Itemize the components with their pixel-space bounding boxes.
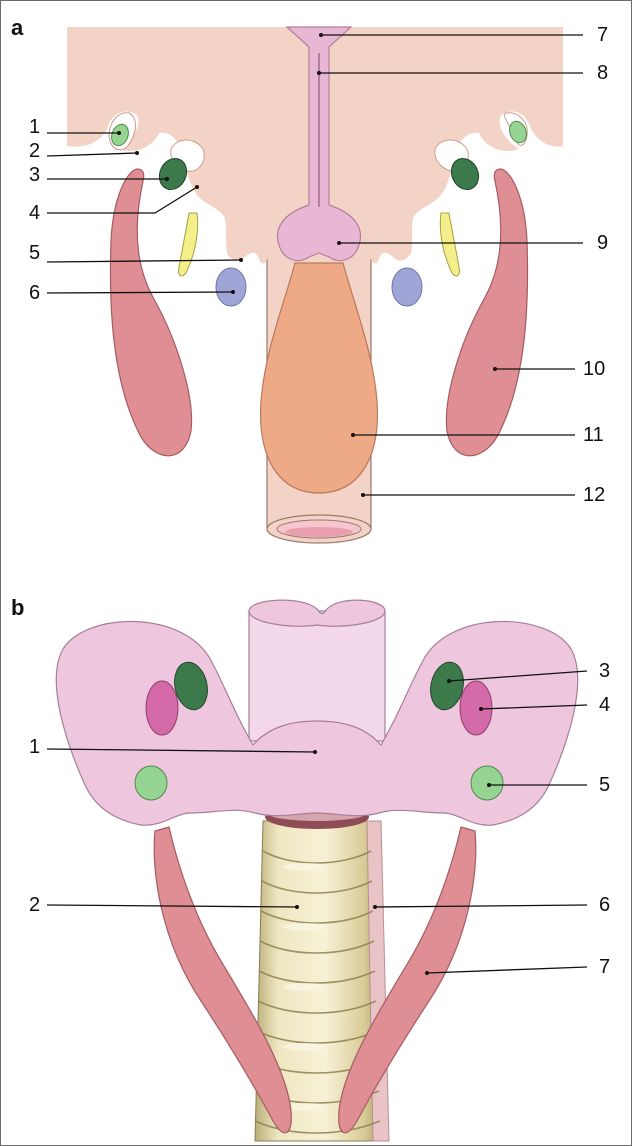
panel-a: a (11, 15, 608, 543)
callout-a-3: 3 (29, 164, 40, 186)
callout-b-1: 1 (29, 736, 40, 758)
panel-a-yellow-right (440, 213, 459, 276)
callout-b-3: 3 (599, 660, 610, 682)
callout-b-7: 7 (599, 956, 610, 978)
callout-a-9: 9 (597, 232, 608, 254)
panel-a-muscle-right (446, 169, 527, 456)
callout-a-5: 5 (29, 242, 40, 264)
callout-a-1: 1 (29, 116, 40, 138)
callout-a-7: 7 (597, 24, 608, 46)
callout-b-5: 5 (599, 774, 610, 796)
callout-a-6: 6 (29, 282, 40, 304)
callout-a-12: 12 (583, 484, 605, 506)
callout-a-10: 10 (583, 358, 605, 380)
panel-b-lightgreen-right (471, 766, 503, 800)
panel-a-letter: a (11, 15, 24, 40)
panel-b-magenta-right (460, 681, 492, 735)
panel-a-blue-right (392, 268, 422, 306)
callout-b-2: 2 (29, 894, 40, 916)
panel-a-blue-left (216, 268, 246, 306)
panel-b-letter: b (11, 595, 24, 620)
callout-a-4: 4 (29, 202, 40, 224)
callout-b-4: 4 (599, 694, 610, 716)
panel-b-magenta-left (146, 681, 178, 735)
panel-a-muscle-left (110, 169, 191, 456)
callout-a-2: 2 (29, 140, 40, 162)
panel-b: b (11, 595, 610, 1141)
panel-b-lightgreen-left (135, 766, 167, 800)
panel-a-yellow-left (179, 213, 198, 276)
panel-b-cylinder (249, 600, 385, 741)
callout-b-6: 6 (599, 894, 610, 916)
callout-a-8: 8 (597, 62, 608, 84)
callout-a-11: 11 (583, 424, 604, 446)
